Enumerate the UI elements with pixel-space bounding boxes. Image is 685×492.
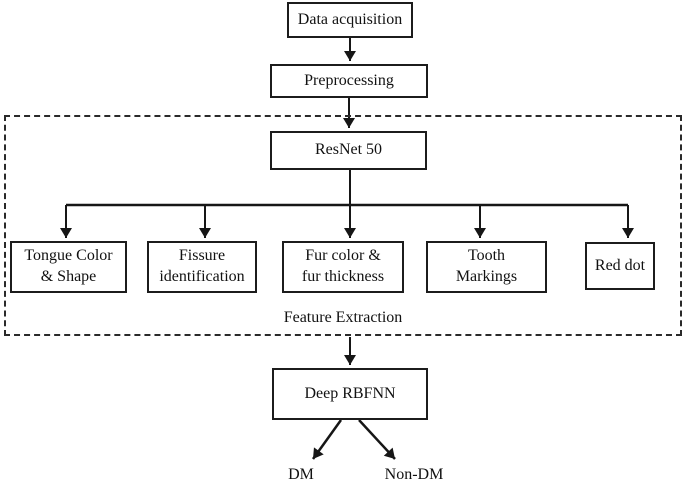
- feature-box-label-line: Markings: [455, 268, 518, 285]
- node-deep-rbfnn-label: Deep RBFNN: [304, 384, 396, 402]
- feature-box-label-line: fur thickness: [301, 268, 385, 285]
- output-label-non-dm: Non-DM: [384, 466, 444, 483]
- feature-box-tongue-color-shape: Tongue Color & Shape: [10, 241, 127, 293]
- feature-box-label-line: Tooth: [467, 247, 506, 265]
- node-deep-rbfnn: Deep RBFNN: [272, 368, 428, 420]
- feature-box-label-line: Red dot: [594, 256, 646, 274]
- node-preprocessing-label: Preprocessing: [304, 71, 394, 89]
- feature-box-red-dot: Red dot: [585, 242, 655, 290]
- feature-box-label-line: Fissure: [178, 247, 226, 265]
- node-resnet50-label: ResNet 50: [314, 141, 383, 159]
- node-data-acquisition-label: Data acquisition: [297, 10, 403, 28]
- arrow-deep-rbfnn-to-non-dm: [358, 419, 396, 460]
- feature-box-label-line: Tongue Color: [24, 247, 113, 265]
- feature-box-label-line: identification: [159, 268, 245, 285]
- feature-extraction-region-label: Feature Extraction: [283, 309, 403, 326]
- feature-extraction-region: [4, 115, 682, 336]
- feature-box-fissure-identification: Fissure identification: [147, 241, 257, 293]
- node-resnet50: ResNet 50: [270, 131, 427, 170]
- feature-box-tooth-markings: Tooth Markings: [426, 241, 547, 293]
- feature-box-label-line: Fur color &: [305, 247, 381, 265]
- arrow-deep-rbfnn-to-dm: [311, 419, 343, 460]
- node-preprocessing: Preprocessing: [270, 64, 428, 98]
- node-data-acquisition: Data acquisition: [287, 2, 413, 38]
- feature-box-fur-color-thickness: Fur color & fur thickness: [282, 241, 404, 293]
- feature-box-label-line: & Shape: [40, 268, 97, 285]
- output-label-dm: DM: [288, 466, 314, 483]
